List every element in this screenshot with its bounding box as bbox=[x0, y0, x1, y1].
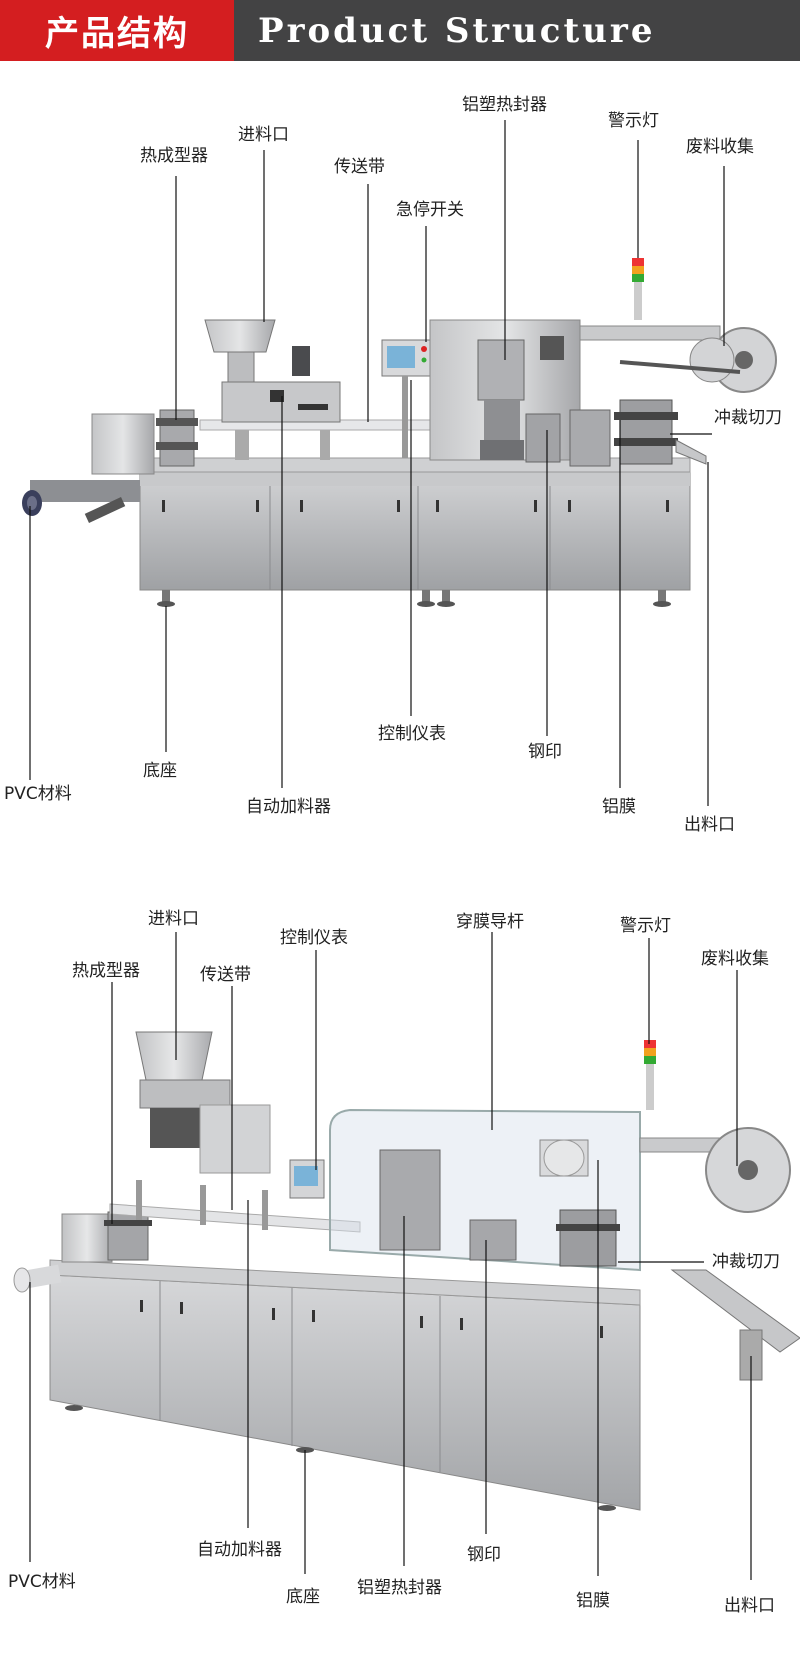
label-emergency-stop: 急停开关 bbox=[396, 200, 464, 220]
header-title-cn: 产品结构 bbox=[0, 0, 234, 61]
label-base: 底座 bbox=[143, 761, 177, 781]
label-punch-cutter: 冲裁切刀 bbox=[714, 408, 782, 428]
label-control-panel: 控制仪表 bbox=[378, 724, 446, 744]
label-heat-sealer: 铝塑热封器 bbox=[462, 95, 547, 115]
label-auto-feeder: 自动加料器 bbox=[197, 1540, 282, 1560]
label-aluminum-film: 铝膜 bbox=[602, 797, 636, 817]
label-conveyor: 传送带 bbox=[334, 157, 385, 177]
label-pvc-material: PVC材料 bbox=[8, 1572, 76, 1592]
machine-illustration-2 bbox=[13, 932, 800, 1580]
label-discharge-outlet: 出料口 bbox=[684, 815, 735, 835]
label-aluminum-film: 铝膜 bbox=[576, 1591, 610, 1611]
label-steel-stamp: 钢印 bbox=[528, 742, 562, 762]
machine-diagram-1: 热成型器 进料口 传送带 铝塑热封器 急停开关 警示灯 废料收集 冲裁切刀 控制… bbox=[0, 61, 800, 861]
label-auto-feeder: 自动加料器 bbox=[246, 797, 331, 817]
label-steel-stamp: 钢印 bbox=[467, 1545, 501, 1565]
label-heat-sealer: 铝塑热封器 bbox=[357, 1578, 442, 1598]
header-title-en: Product Structure bbox=[234, 0, 800, 61]
section-header: 产品结构 Product Structure bbox=[0, 0, 800, 61]
label-base: 底座 bbox=[286, 1587, 320, 1607]
label-conveyor: 传送带 bbox=[200, 965, 251, 985]
label-waste-collection: 废料收集 bbox=[701, 949, 769, 969]
label-film-guide-rod: 穿膜导杆 bbox=[456, 912, 524, 932]
label-feed-inlet: 进料口 bbox=[148, 909, 199, 929]
label-thermoformer: 热成型器 bbox=[72, 961, 140, 981]
label-punch-cutter: 冲裁切刀 bbox=[712, 1252, 780, 1272]
label-warning-light: 警示灯 bbox=[608, 111, 659, 131]
label-pvc-material: PVC材料 bbox=[4, 784, 72, 804]
label-control-panel: 控制仪表 bbox=[280, 928, 348, 948]
label-waste-collection: 废料收集 bbox=[686, 137, 754, 157]
label-discharge-outlet: 出料口 bbox=[724, 1596, 775, 1616]
label-thermoformer: 热成型器 bbox=[140, 146, 208, 166]
label-feed-inlet: 进料口 bbox=[238, 125, 289, 145]
label-warning-light: 警示灯 bbox=[620, 916, 671, 936]
machine-illustration-1 bbox=[22, 120, 777, 806]
machine-diagram-2: 进料口 控制仪表 穿膜导杆 警示灯 热成型器 传送带 废料收集 冲裁切刀 PVC… bbox=[0, 861, 800, 1656]
